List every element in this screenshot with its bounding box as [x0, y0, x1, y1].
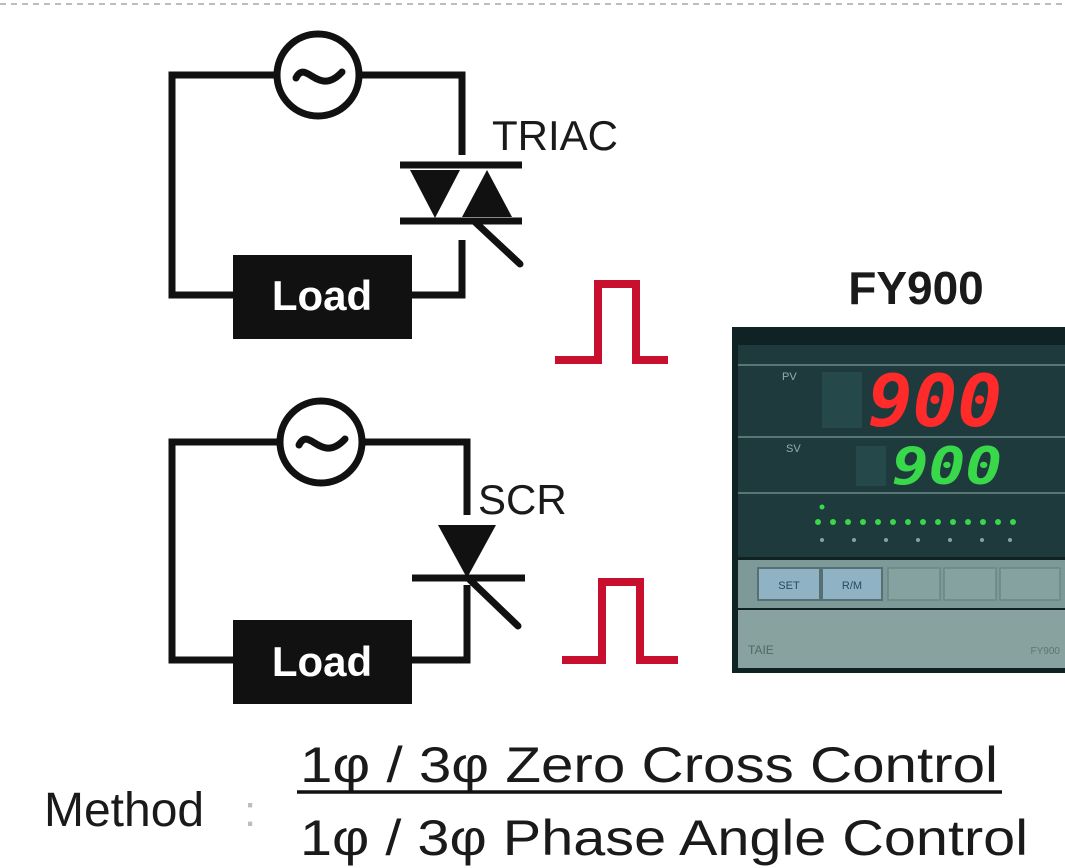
scr-label: SCR [478, 476, 567, 523]
up-key[interactable] [999, 567, 1061, 601]
down-key[interactable] [943, 567, 997, 601]
scr-circuit: SCR Load [168, 397, 567, 704]
method-label: Method [44, 784, 204, 837]
status-indicator-row [820, 538, 1012, 542]
fy900-controller: PV 900 SV 900 SET R/M [732, 327, 1065, 673]
method-option-phase-angle: 1φ / 3φ Phase Angle Control [300, 810, 1028, 866]
triac-label: TRIAC [492, 112, 618, 159]
shift-key[interactable] [887, 567, 941, 601]
ac-source-icon [273, 30, 363, 120]
controller-bottom-plate [738, 610, 1065, 668]
rm-key[interactable]: R/M [821, 567, 883, 601]
method-option-zero-cross: 1φ / 3φ Zero Cross Control [300, 737, 998, 793]
scr-symbol-icon [412, 515, 525, 630]
scr-left-wire [168, 438, 280, 664]
set-key[interactable]: SET [757, 567, 821, 601]
load-label: Load [272, 272, 372, 319]
brand-label: TAIE [748, 643, 774, 657]
pv-indicator-label: PV [782, 371, 797, 383]
scr-load-box: Load [233, 620, 412, 704]
pv-unlit-digit [822, 372, 862, 428]
sv-indicator-label: SV [786, 443, 801, 455]
bar-graph-leds [815, 504, 1016, 525]
triac-left-wire [168, 71, 278, 299]
model-tag: FY900 [1031, 646, 1061, 657]
triac-circuit: TRIAC Load [168, 30, 618, 339]
controller-model-title: FY900 [848, 262, 984, 314]
sv-display: 900 [892, 437, 1002, 497]
pulse-signal-icon [562, 578, 678, 664]
load-label: Load [272, 638, 372, 685]
method-separator: : [244, 787, 256, 836]
triac-load-box: Load [233, 255, 412, 339]
triac-symbol-icon [400, 155, 524, 268]
pv-display: 900 [868, 359, 1002, 443]
rm-key-label: R/M [842, 580, 862, 592]
set-key-label: SET [778, 580, 800, 592]
pulse-signal-icon [555, 280, 668, 364]
ac-source-icon [276, 397, 366, 487]
sv-unlit-digit [856, 446, 886, 486]
